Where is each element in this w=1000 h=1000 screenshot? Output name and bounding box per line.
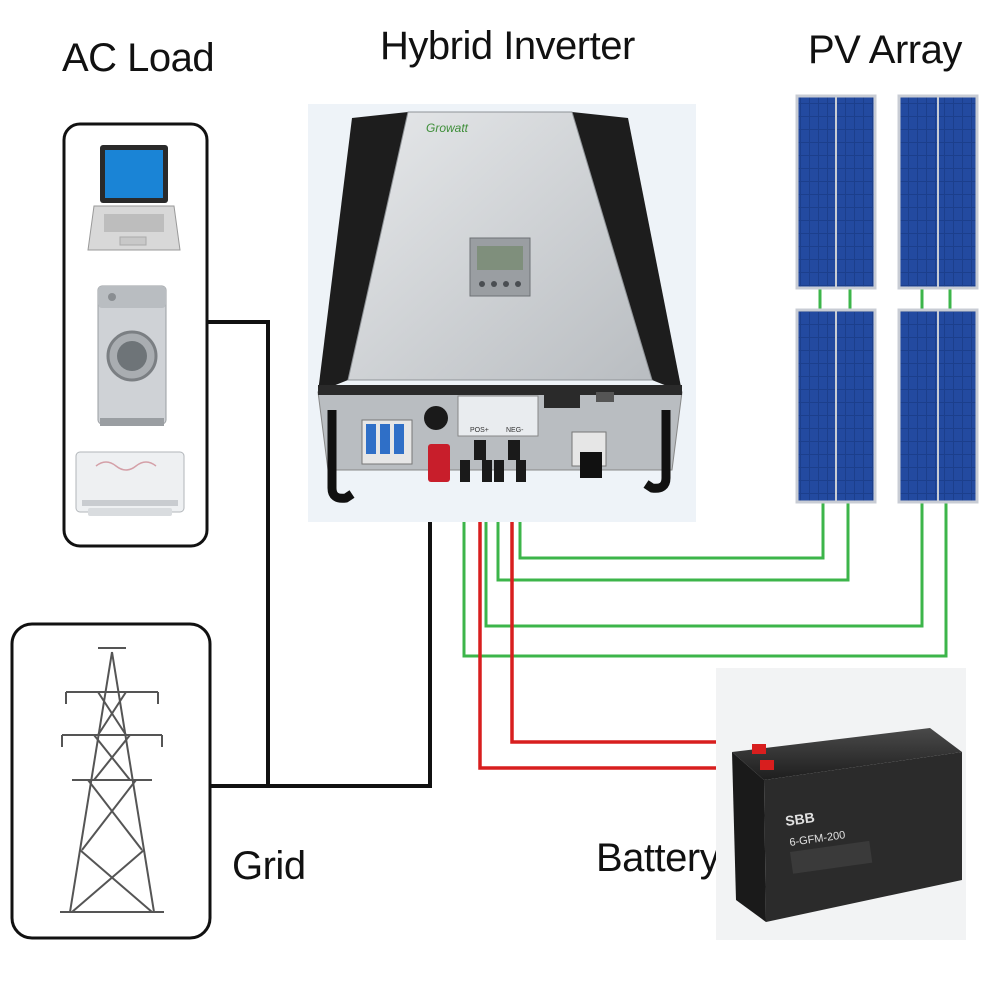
laptop-icon xyxy=(87,145,181,251)
inverter-display xyxy=(469,237,531,297)
solar-panel-1 xyxy=(795,94,877,290)
terminal-neg-label: NEG- xyxy=(506,427,524,434)
battery-wire-pos xyxy=(478,470,770,770)
battery-wire-neg xyxy=(510,470,770,744)
pv-wiring xyxy=(462,288,952,658)
battery-wiring xyxy=(478,470,770,770)
battery-unit: SBB 6-GFM-200 xyxy=(716,668,966,940)
grid-wire xyxy=(210,470,432,788)
inverter-brand-logo: Growatt xyxy=(426,121,469,135)
hybrid-inverter-label: Hybrid Inverter xyxy=(380,24,635,68)
pv-wire-3 xyxy=(484,470,924,628)
pv-wire-4 xyxy=(462,470,948,658)
ac-breaker xyxy=(361,419,413,465)
solar-panel-3 xyxy=(795,308,877,504)
solar-panel-2 xyxy=(897,94,979,290)
grid-label: Grid xyxy=(232,844,306,888)
grid-box xyxy=(10,622,212,940)
transmission-tower-icon xyxy=(60,647,164,913)
washing-machine-icon xyxy=(97,285,167,426)
pv-array-label: PV Array xyxy=(808,28,962,72)
ac-load-box xyxy=(62,122,209,548)
solar-panel-4 xyxy=(897,308,979,504)
terminal-pos-label: POS+ xyxy=(470,427,489,434)
ac-load-wire xyxy=(207,320,270,786)
pv-array xyxy=(795,94,979,504)
battery-brand: SBB xyxy=(784,809,816,829)
hybrid-inverter-unit: Growatt POS+ NEG- xyxy=(308,104,696,522)
air-conditioner-icon xyxy=(75,451,185,516)
ac-load-label: AC Load xyxy=(62,36,215,80)
battery-front-face xyxy=(764,752,962,922)
pv-wire-2 xyxy=(496,470,850,582)
battery-label: Battery xyxy=(596,836,720,880)
pv-terminal-box: POS+ NEG- xyxy=(457,395,539,482)
grid-wiring xyxy=(207,320,432,788)
